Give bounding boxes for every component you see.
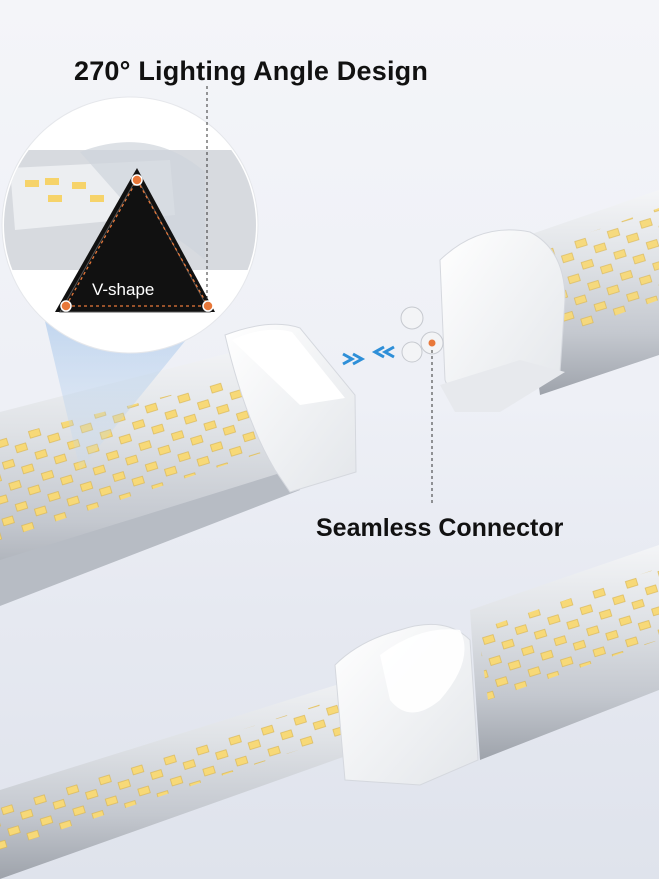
feature-title: 270° Lighting Angle Design [74, 56, 429, 86]
end-cap-left [224, 323, 357, 493]
connector-housing [400, 229, 566, 412]
zoom-circle [1, 96, 259, 354]
v-shape-label: V-shape [92, 280, 155, 299]
connect-arrows-icon [342, 345, 395, 366]
tube-bottom [0, 545, 659, 879]
connector-label: Seamless Connector [316, 514, 564, 542]
